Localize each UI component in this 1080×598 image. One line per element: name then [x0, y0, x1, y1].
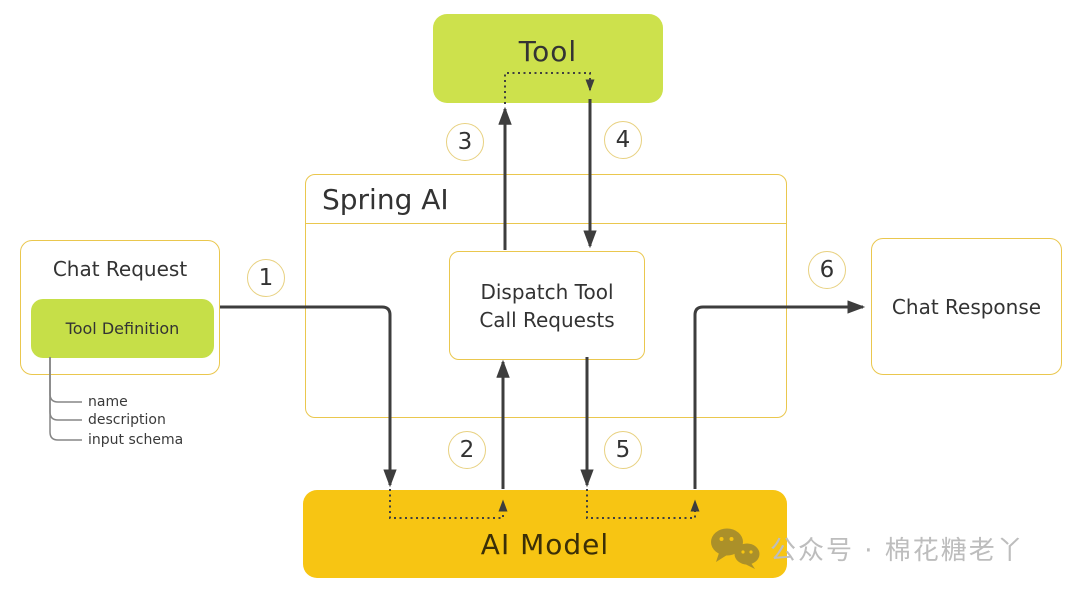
chat-response-title: Chat Response [891, 294, 1042, 319]
tool-box: Tool [433, 14, 663, 103]
step-circle-1: 1 [247, 259, 285, 297]
chat-response-box: Chat Response [871, 238, 1062, 375]
watermark-text: 公众号 · 棉花糖老丫 [770, 535, 1025, 566]
step-circle-5: 5 [604, 431, 642, 469]
chat-request-box: Chat Request Tool Definition [20, 240, 220, 375]
dispatch-label: Dispatch Tool Call Requests [479, 279, 615, 332]
ai-model-label: AI Model [480, 527, 610, 561]
spring-ai-title: Spring AI [322, 182, 449, 216]
chat-request-title: Chat Request [52, 257, 188, 281]
watermark: 公众号 · 棉花糖老丫 [710, 527, 1025, 569]
step-circle-2: 2 [448, 431, 486, 469]
tool-label: Tool [518, 35, 578, 68]
wechat-icon [711, 528, 760, 569]
spring-ai-container: Spring AI Dispatch Tool Call Requests [305, 174, 787, 418]
tool-definition-box: Tool Definition [31, 299, 214, 358]
spring-ai-header: Spring AI [306, 175, 786, 224]
step-circle-3: 3 [446, 123, 484, 161]
tool-definition-label: Tool Definition [65, 319, 180, 338]
attr-input-schema-label: input schema [88, 432, 184, 448]
attr-description-label: description [88, 412, 166, 428]
ai-model-box: AI Model [303, 490, 787, 578]
dispatch-tool-call-box: Dispatch Tool Call Requests [449, 251, 645, 360]
attr-name-label: name [88, 394, 128, 410]
step-circle-4: 4 [604, 121, 642, 159]
step-circle-6: 6 [808, 251, 846, 289]
